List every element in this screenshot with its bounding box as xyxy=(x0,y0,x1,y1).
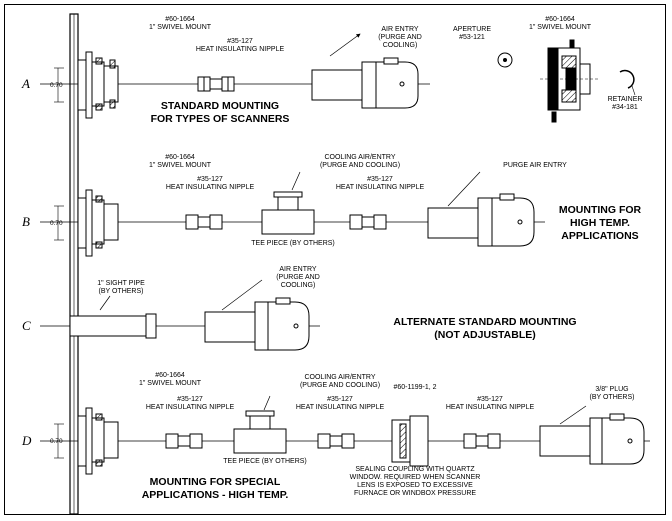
row-d-nipple1-name: HEAT INSULATING NIPPLE xyxy=(145,404,235,411)
row-d-cooling-2: (PURGE AND COOLING) xyxy=(299,382,381,389)
row-a-nipple-part: #35-127 xyxy=(227,38,253,45)
row-label-c: C xyxy=(22,318,31,333)
row-d-swivel-name: 1" SWIVEL MOUNT xyxy=(138,380,202,387)
row-a-swivel-part: #60-1664 xyxy=(165,16,195,23)
row-b-tee: TEE PIECE (BY OTHERS) xyxy=(251,240,335,247)
row-b-nipple1-name: HEAT INSULATING NIPPLE xyxy=(165,184,255,191)
dimension-b: 0.70 xyxy=(50,220,63,227)
row-b-cooling-2: (PURGE AND COOLING) xyxy=(319,162,401,169)
row-c-assembly xyxy=(40,279,320,351)
row-c-air-entry-sub1: (PURGE AND xyxy=(276,274,320,281)
row-d-seal-4: FURNACE OR WINDBOX PRESSURE xyxy=(353,490,477,497)
row-b-swivel-part: #60-1664 xyxy=(165,154,195,161)
row-d-nipple3-name: HEAT INSULATING NIPPLE xyxy=(445,404,535,411)
row-d-tee: TEE PIECE (BY OTHERS) xyxy=(223,458,307,465)
row-d-swivel-part: #60-1664 xyxy=(155,372,185,379)
row-d-title-2: APPLICATIONS - HIGH TEMP. xyxy=(141,489,289,501)
row-a-swivel-name: 1" SWIVEL MOUNT xyxy=(148,24,212,31)
row-a-air-entry-sub2: COOLING) xyxy=(382,42,418,49)
row-a-air-entry: AIR ENTRY xyxy=(381,26,419,33)
row-d-plug-2: (BY OTHERS) xyxy=(589,394,635,401)
row-label-d: D xyxy=(22,433,32,448)
row-d-nipple3-part: #35-127 xyxy=(477,396,503,403)
detail-swivel-part: #60-1664 xyxy=(545,16,575,23)
dimension-a: 0.70 xyxy=(50,82,63,89)
row-b-title-1: MOUNTING FOR xyxy=(558,204,642,216)
row-b-nipple1-part: #35-127 xyxy=(197,176,223,183)
row-b-title-3: APPLICATIONS xyxy=(561,230,639,242)
row-b-nipple2-part: #35-127 xyxy=(367,176,393,183)
row-d-nipple2-name: HEAT INSULATING NIPPLE xyxy=(295,404,385,411)
row-d-seal-2: WINDOW. REQUIRED WHEN SCANNER xyxy=(349,474,481,481)
row-c-sight-1: 1" SIGHT PIPE xyxy=(97,280,145,287)
row-d-plug-1: 3/8" PLUG xyxy=(595,386,629,393)
row-d-assembly xyxy=(40,395,650,475)
row-c-sight-2: (BY OTHERS) xyxy=(98,288,144,295)
row-d-cooling-1: COOLING AIR/ENTRY xyxy=(304,374,376,381)
dimension-d: 0.70 xyxy=(50,438,63,445)
row-b-title-2: HIGH TEMP. xyxy=(570,217,630,229)
row-a-assembly xyxy=(40,33,430,119)
row-b-cooling-1: COOLING AIR/ENTRY xyxy=(324,154,396,161)
dimension-marks xyxy=(54,67,64,459)
row-b-nipple2-name: HEAT INSULATING NIPPLE xyxy=(335,184,425,191)
retainer-part: #34-181 xyxy=(612,104,638,111)
row-a-air-entry-sub1: (PURGE AND xyxy=(378,34,422,41)
aperture-part: #53-121 xyxy=(459,34,485,41)
row-b-swivel-name: 1" SWIVEL MOUNT xyxy=(148,162,212,169)
row-label-a: A xyxy=(22,76,30,91)
row-b-purge: PURGE AIR ENTRY xyxy=(503,162,567,169)
row-a-detail xyxy=(497,39,636,123)
row-label-b: B xyxy=(22,214,30,229)
aperture-label: APERTURE xyxy=(453,26,491,33)
row-d-coupling-part: #60-1199-1, 2 xyxy=(393,384,437,391)
furnace-wall xyxy=(69,13,79,515)
retainer-label: RETAINER xyxy=(607,96,643,103)
row-d-seal-1: SEALING COUPLING WITH QUARTZ xyxy=(355,466,475,473)
row-a-title-2: FOR TYPES OF SCANNERS xyxy=(150,113,290,125)
diagram-frame xyxy=(4,4,666,515)
row-a-title-1: STANDARD MOUNTING xyxy=(160,100,280,112)
row-d-title-1: MOUNTING FOR SPECIAL xyxy=(149,476,281,488)
row-d-seal-3: LENS IS EXPOSED TO EXCESSIVE xyxy=(357,482,473,489)
row-a-nipple-name: HEAT INSULATING NIPPLE xyxy=(195,46,285,53)
row-d-nipple2-part: #35-127 xyxy=(327,396,353,403)
row-c-title-1: ALTERNATE STANDARD MOUNTING xyxy=(393,316,577,328)
row-b-assembly xyxy=(40,171,545,257)
row-d-nipple1-part: #35-127 xyxy=(177,396,203,403)
detail-swivel-name: 1" SWIVEL MOUNT xyxy=(528,24,592,31)
row-c-title-2: (NOT ADJUSTABLE) xyxy=(434,329,536,341)
row-c-air-entry: AIR ENTRY xyxy=(279,266,317,273)
row-c-air-entry-sub2: COOLING) xyxy=(280,282,316,289)
